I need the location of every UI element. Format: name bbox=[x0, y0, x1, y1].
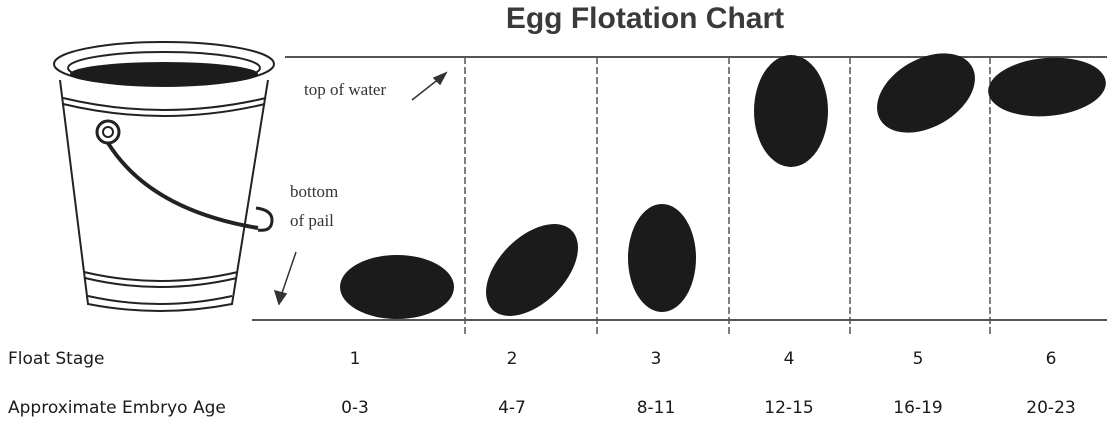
bucket-bottom-rim bbox=[87, 295, 233, 305]
chart-title: Egg Flotation Chart bbox=[505, 2, 785, 35]
stage-2-number: 2 bbox=[506, 349, 518, 369]
stage-6-number: 6 bbox=[1045, 349, 1057, 369]
egg-stage-2 bbox=[486, 224, 578, 316]
bottom-of-pail-label-line1: bottom bbox=[290, 182, 339, 201]
top-of-water-label: top of water bbox=[304, 80, 387, 99]
bucket-band-bottom2 bbox=[84, 277, 238, 288]
stage-5-number: 5 bbox=[912, 349, 924, 369]
bucket-ear-right bbox=[255, 206, 274, 232]
bucket-band-top bbox=[62, 97, 267, 111]
bottom-of-pail-arrow bbox=[280, 251, 297, 297]
stage-1-age: 0-3 bbox=[341, 398, 369, 418]
bottom-of-pail-label-line2: of pail bbox=[290, 211, 334, 230]
top-of-water-arrow bbox=[411, 77, 441, 101]
stage-3-number: 3 bbox=[650, 349, 662, 369]
bucket-illustration bbox=[53, 41, 275, 312]
egg-stage-4 bbox=[754, 55, 828, 167]
egg-stage-1 bbox=[340, 255, 454, 319]
stage-1-number: 1 bbox=[349, 349, 361, 369]
stage-2-age: 4-7 bbox=[498, 398, 526, 418]
egg-stage-5 bbox=[877, 53, 975, 133]
egg-stage-3 bbox=[628, 204, 696, 312]
stage-4-number: 4 bbox=[783, 349, 795, 369]
annotation-arrows bbox=[273, 71, 448, 306]
chart-grid bbox=[252, 56, 1107, 321]
stage-4-age: 12-15 bbox=[764, 398, 814, 418]
column-dividers bbox=[464, 57, 991, 334]
stage-6-age: 20-23 bbox=[1026, 398, 1076, 418]
stage-3-age: 8-11 bbox=[636, 398, 676, 418]
bucket-water bbox=[70, 62, 258, 86]
eggs bbox=[340, 53, 1106, 319]
bucket-handle bbox=[106, 141, 259, 230]
embryo-age-row-label: Approximate Embryo Age bbox=[8, 398, 226, 418]
float-stage-row-label: Float Stage bbox=[8, 349, 105, 369]
stage-5-age: 16-19 bbox=[893, 398, 943, 418]
bucket-band-top2 bbox=[62, 103, 266, 117]
bucket-band-bottom bbox=[83, 271, 239, 282]
egg-stage-6 bbox=[988, 57, 1106, 117]
